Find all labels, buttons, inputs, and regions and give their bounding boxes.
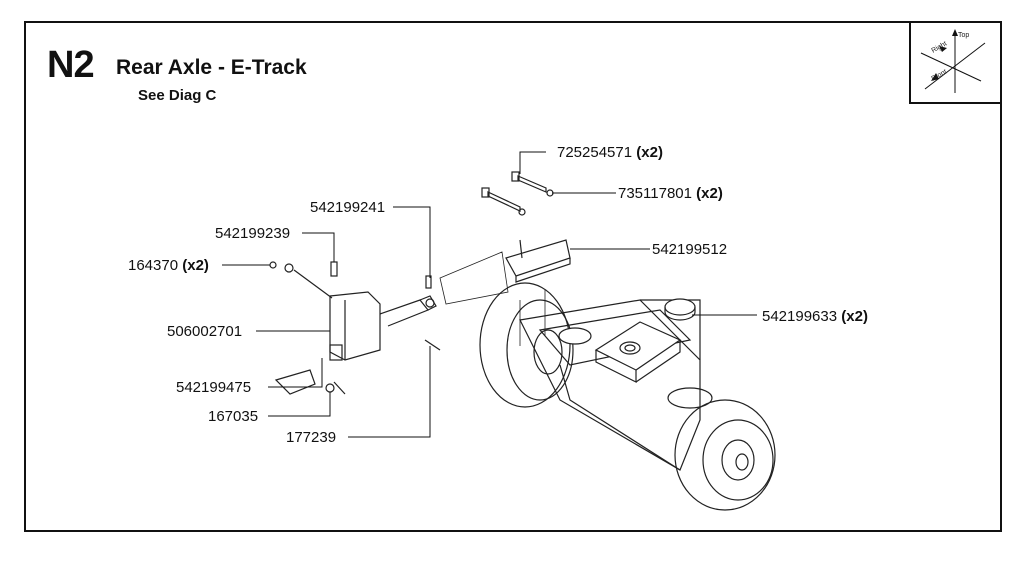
callout-735117801: 735117801 (x2)	[618, 185, 723, 202]
pivot-plate	[594, 321, 682, 383]
orientation-compass: Top Right Front	[909, 21, 1002, 104]
callout-542199512: 542199512	[652, 241, 728, 258]
small-fasteners	[274, 261, 441, 395]
callout-167035: 167035	[208, 408, 259, 425]
callout-542199475: 542199475	[176, 379, 252, 396]
callout-506002701: 506002701	[167, 323, 243, 340]
callout-542199633: 542199633 (x2)	[762, 308, 868, 325]
callout-542199241: 542199241	[310, 199, 386, 216]
mounting-bracket	[505, 239, 571, 283]
section-code: N2	[47, 44, 95, 86]
callout-542199239: 542199239	[215, 225, 291, 242]
actuator-cable	[269, 261, 333, 299]
diagram-frame	[24, 21, 1002, 532]
right-wheel	[674, 399, 776, 511]
axle-discs	[558, 298, 713, 409]
left-wheel	[479, 282, 574, 408]
rear-axle-beam	[519, 299, 701, 471]
callout-164370: 164370 (x2)	[128, 257, 209, 274]
callout-725254571: 725254571 (x2)	[557, 144, 663, 161]
page-title: Rear Axle - E-Track	[116, 56, 307, 79]
electric-actuator	[329, 291, 437, 361]
compass-top-label: Top	[958, 32, 969, 39]
page-subtitle: See Diag C	[138, 87, 217, 104]
bolts	[481, 171, 554, 216]
compass-axes-icon: Top Right Front	[920, 29, 986, 93]
callout-177239: 177239	[286, 429, 337, 446]
